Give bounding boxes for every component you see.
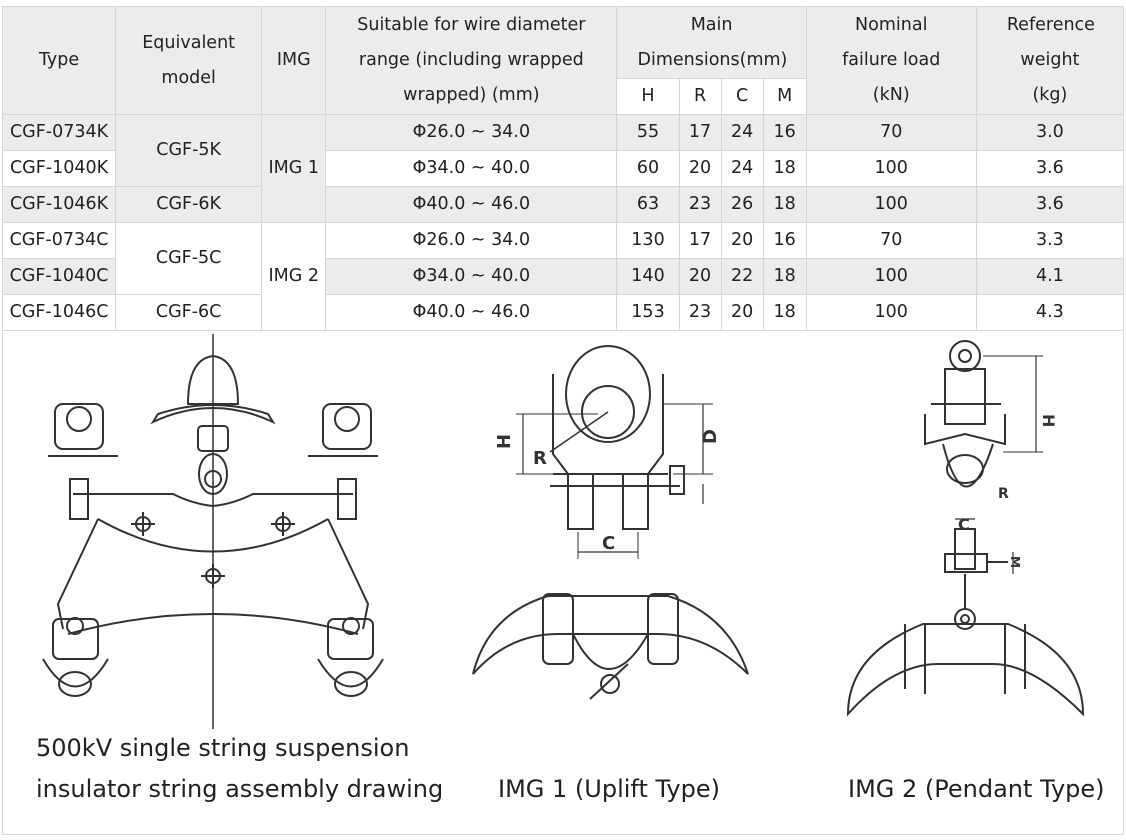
cell-h: 55 — [616, 114, 680, 151]
cell-c: 24 — [720, 114, 764, 151]
cell-weight: 4.1 — [975, 258, 1125, 295]
dim-d-label: D — [700, 429, 721, 444]
cell-load: 70 — [805, 114, 977, 151]
cell-load: 100 — [805, 258, 977, 295]
drawings-panel: 500kV single string suspension insulator… — [2, 332, 1124, 835]
assembly-caption: 500kV single string suspension insulator… — [36, 728, 443, 810]
dim-c-label-2: C — [958, 515, 970, 534]
dim-m-label: M — [1008, 556, 1022, 568]
cell-r: 20 — [678, 258, 722, 295]
cell-weight: 3.0 — [975, 114, 1125, 151]
cell-c: 22 — [720, 258, 764, 295]
table-row: CGF-0734K CGF-5K IMG 1 Φ26.0 ~ 34.0 55 1… — [1, 114, 1125, 223]
cell-h: 60 — [616, 150, 680, 187]
table-row: CGF-1040K Φ34.0 ~ 40.0 60 20 24 18 100 3… — [1, 150, 1125, 187]
cell-type: CGF-1046C — [1, 294, 117, 331]
cell-model: CGF-5K — [115, 114, 263, 187]
cell-model: CGF-6K — [115, 186, 263, 223]
img1-caption: IMG 1 (Uplift Type) — [498, 775, 720, 803]
cell-img: IMG 1 — [261, 114, 327, 223]
cell-r: 23 — [678, 186, 722, 223]
cell-type: CGF-1040K — [1, 150, 117, 187]
img1-drawing: H R D C — [472, 345, 749, 700]
cell-range: Φ40.0 ~ 46.0 — [325, 294, 618, 331]
header-dim-m: M — [762, 78, 807, 115]
cell-range: Φ34.0 ~ 40.0 — [325, 150, 618, 187]
cell-img: IMG 2 — [261, 222, 327, 331]
cell-h: 140 — [616, 258, 680, 295]
cell-weight: 3.3 — [975, 222, 1125, 259]
cell-type: CGF-1040C — [1, 258, 117, 295]
cell-weight: 4.3 — [975, 294, 1125, 331]
cell-weight: 3.6 — [975, 186, 1125, 223]
cell-type: CGF-0734C — [1, 222, 117, 259]
assembly-caption-line-2: insulator string assembly drawing — [36, 775, 444, 803]
cell-c: 24 — [720, 150, 764, 187]
header-wire-range: Suitable for wire diameter range (includ… — [325, 6, 618, 115]
dim-h-label-2: H — [1039, 414, 1058, 427]
cell-r: 17 — [678, 114, 722, 151]
cell-type: CGF-1046K — [1, 186, 117, 223]
header-weight: Reference weight (kg) — [975, 6, 1125, 115]
cell-range: Φ34.0 ~ 40.0 — [325, 258, 618, 295]
header-main-dimensions: Main Dimensions(mm) — [616, 6, 807, 79]
cell-load: 100 — [805, 186, 977, 223]
dim-r-label-2: R — [998, 486, 1009, 502]
cell-h: 63 — [616, 186, 680, 223]
header-dim-h: H — [616, 78, 680, 115]
cell-m: 16 — [762, 114, 807, 151]
table-row: CGF-1046C CGF-6C Φ40.0 ~ 46.0 153 23 20 … — [1, 294, 1125, 331]
table-row: CGF-0734C CGF-5C IMG 2 Φ26.0 ~ 34.0 130 … — [1, 222, 1125, 331]
cell-load: 100 — [805, 150, 977, 187]
assembly-caption-line-1: 500kV single string suspension — [36, 734, 410, 762]
cell-h: 153 — [616, 294, 680, 331]
header-dim-c: C — [720, 78, 764, 115]
cell-m: 18 — [762, 294, 807, 331]
img2-caption: IMG 2 (Pendant Type) — [848, 775, 1105, 803]
cell-m: 18 — [762, 258, 807, 295]
cell-model: CGF-6C — [115, 294, 263, 331]
header-equivalent-model: Equivalent model — [115, 6, 263, 115]
table-row: CGF-1040C Φ34.0 ~ 40.0 140 20 22 18 100 … — [1, 258, 1125, 295]
header-type: Type — [1, 6, 117, 115]
cell-load: 100 — [805, 294, 977, 331]
cell-range: Φ40.0 ~ 46.0 — [325, 186, 618, 223]
cell-m: 16 — [762, 222, 807, 259]
cell-weight: 3.6 — [975, 150, 1125, 187]
img2-drawing: H R C M — [846, 340, 1085, 717]
assembly-drawing — [42, 334, 384, 729]
spec-table: Type Equivalent model IMG Suitable for w… — [1, 6, 1125, 331]
table-row: CGF-1046K CGF-6K Φ40.0 ~ 46.0 63 23 26 1… — [1, 186, 1125, 223]
cell-load: 70 — [805, 222, 977, 259]
cell-c: 20 — [720, 222, 764, 259]
cell-range: Φ26.0 ~ 34.0 — [325, 222, 618, 259]
dim-c-label: C — [602, 533, 615, 554]
dim-h-label: H — [494, 434, 515, 449]
cell-h: 130 — [616, 222, 680, 259]
header-dim-r: R — [678, 78, 722, 115]
cell-m: 18 — [762, 186, 807, 223]
cell-r: 17 — [678, 222, 722, 259]
cell-r: 23 — [678, 294, 722, 331]
dim-r-label: R — [533, 448, 547, 469]
cell-c: 26 — [720, 186, 764, 223]
cell-model: CGF-5C — [115, 222, 263, 295]
header-img: IMG — [261, 6, 327, 115]
cell-range: Φ26.0 ~ 34.0 — [325, 114, 618, 151]
cell-c: 20 — [720, 294, 764, 331]
cell-r: 20 — [678, 150, 722, 187]
cell-type: CGF-0734K — [1, 114, 117, 151]
cell-m: 18 — [762, 150, 807, 187]
header-failure-load: Nominal failure load (kN) — [805, 6, 977, 115]
